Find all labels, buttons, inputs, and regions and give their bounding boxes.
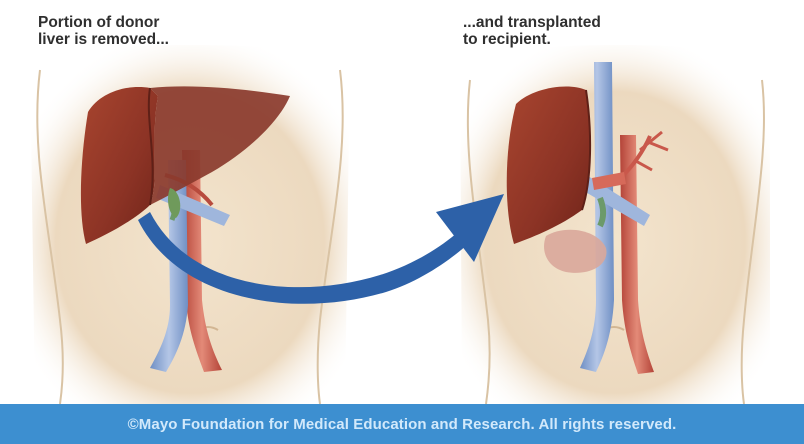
donor-caption-line2: liver is removed... xyxy=(38,31,169,48)
recipient-torso-skin xyxy=(460,45,770,404)
copyright-banner: ©Mayo Foundation for Medical Education a… xyxy=(0,404,804,444)
donor-caption: Portion of donor liver is removed... xyxy=(38,14,169,48)
recipient-caption-line2: to recipient. xyxy=(463,31,551,48)
copyright-text: ©Mayo Foundation for Medical Education a… xyxy=(128,416,677,433)
recipient-caption-line1: ...and transplanted xyxy=(463,14,601,31)
anatomy-artwork xyxy=(0,0,804,404)
donor-caption-line1: Portion of donor xyxy=(38,14,159,31)
recipient-torso xyxy=(460,45,770,404)
recipient-caption: ...and transplanted to recipient. xyxy=(463,14,601,48)
recipient-bile-duct xyxy=(600,198,603,226)
